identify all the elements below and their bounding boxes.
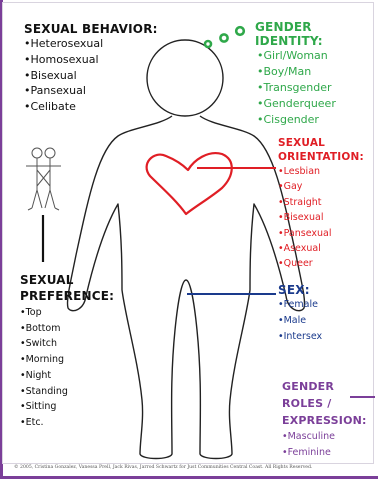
gender-roles-heading-line3: EXPRESSION:	[282, 412, 367, 429]
list-item: •Queer	[278, 256, 364, 271]
list-item: •Pansexual	[278, 226, 364, 241]
sexual-orientation-heading-line2: ORIENTATION:	[278, 150, 364, 164]
list-item: •Transgender	[257, 80, 378, 96]
gender-roles-heading-line2: ROLES /	[282, 395, 367, 412]
list-item: •Asexual	[278, 241, 364, 256]
list-item: •Masculine	[282, 429, 367, 445]
list-item: •Female	[278, 297, 322, 313]
sex-section: SEX: •Female •Male •Intersex	[278, 283, 322, 345]
gender-identity-list: •Girl/Woman •Boy/Man •Transgender •Gende…	[255, 48, 378, 128]
sexual-behavior-heading: SEXUAL BEHAVIOR:	[24, 22, 158, 36]
sexual-preference-list: •Top •Bottom •Switch •Morning •Night •St…	[20, 305, 114, 431]
thought-bubble-small	[205, 41, 211, 47]
sex-list: •Female •Male •Intersex	[278, 297, 322, 345]
gender-identity-heading: GENDER IDENTITY:	[255, 20, 378, 48]
gender-identity-section: GENDER IDENTITY: •Girl/Woman •Boy/Man •T…	[255, 20, 378, 128]
list-item: •Feminine	[282, 445, 367, 461]
list-item: •Heterosexual	[24, 36, 158, 52]
sexual-preference-section: SEXUAL PREFERENCE: •Top •Bottom •Switch …	[20, 272, 114, 431]
list-item: •Top	[20, 305, 114, 321]
list-item: •Straight	[278, 195, 364, 210]
sexual-orientation-section: SEXUAL ORIENTATION: •Lesbian •Gay •Strai…	[278, 136, 364, 272]
list-item: •Intersex	[278, 329, 322, 345]
list-item: •Girl/Woman	[257, 48, 378, 64]
list-item: •Boy/Man	[257, 64, 378, 80]
gender-roles-list: •Masculine •Feminine	[282, 429, 367, 461]
thought-bubble-large	[236, 27, 244, 35]
list-item: •Morning	[20, 352, 114, 368]
sexual-behavior-list: •Heterosexual •Homosexual •Bisexual •Pan…	[24, 36, 158, 115]
list-item: •Celibate	[24, 99, 158, 115]
list-item: •Standing	[20, 384, 114, 400]
list-item: •Genderqueer	[257, 96, 378, 112]
list-item: •Bisexual	[278, 210, 364, 225]
figure-head	[147, 40, 223, 116]
list-item: •Bottom	[20, 321, 114, 337]
list-item: •Night	[20, 368, 114, 384]
sexual-preference-heading-line1: SEXUAL	[20, 272, 114, 288]
list-item: •Male	[278, 313, 322, 329]
heart-icon	[147, 153, 232, 214]
two-people-icon	[26, 148, 61, 210]
list-item: •Homosexual	[24, 52, 158, 68]
sexual-orientation-heading-line1: SEXUAL	[278, 136, 364, 150]
list-item: •Bisexual	[24, 68, 158, 84]
list-item: •Cisgender	[257, 112, 378, 128]
list-item: •Switch	[20, 336, 114, 352]
sexual-orientation-list: •Lesbian •Gay •Straight •Bisexual •Panse…	[278, 164, 364, 272]
sexual-preference-heading-line2: PREFERENCE:	[20, 288, 114, 304]
list-item: •Pansexual	[24, 83, 158, 99]
copyright-credits: © 2005, Cristina Gonzalez, Vanessa Prell…	[14, 465, 374, 471]
list-item: •Gay	[278, 179, 364, 194]
list-item: •Sitting	[20, 399, 114, 415]
list-item: •Etc.	[20, 415, 114, 431]
gender-roles-section: GENDER ROLES / EXPRESSION: •Masculine •F…	[282, 378, 367, 461]
sexual-behavior-section: SEXUAL BEHAVIOR: •Heterosexual •Homosexu…	[24, 22, 158, 115]
thought-bubble-medium	[220, 34, 227, 41]
sex-heading: SEX:	[278, 283, 322, 297]
gender-roles-heading-line1: GENDER	[282, 378, 367, 395]
list-item: •Lesbian	[278, 164, 364, 179]
